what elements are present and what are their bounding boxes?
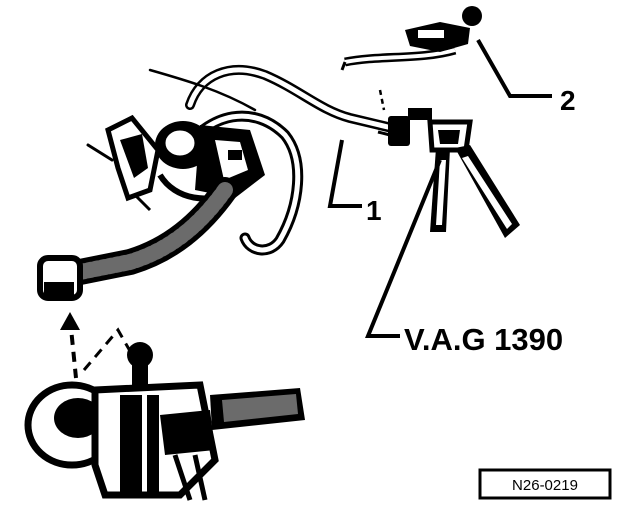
adapter-hose xyxy=(340,45,457,111)
callout-label-2: 2 xyxy=(560,85,576,116)
secondary-air-pump xyxy=(24,342,305,501)
leader-lines xyxy=(327,39,552,338)
hose-end-fitting xyxy=(37,255,83,301)
leader-line-1 xyxy=(327,139,362,208)
hose-clamp xyxy=(405,6,482,52)
callout-label-1: 1 xyxy=(366,195,382,226)
leader-line-2 xyxy=(476,39,552,98)
leader-line-tool xyxy=(365,159,442,338)
vacuum-hose-upper xyxy=(86,64,397,256)
reference-code: N26-0219 xyxy=(512,477,578,494)
solenoid-valve-assembly xyxy=(105,114,265,212)
reference-code-box: N26-0219 xyxy=(478,468,612,500)
connection-arrow xyxy=(60,312,136,379)
corrugated-hose xyxy=(67,177,238,285)
callout-label-tool: V.A.G 1390 xyxy=(404,322,563,357)
vacuum-pump-tool xyxy=(377,108,520,238)
